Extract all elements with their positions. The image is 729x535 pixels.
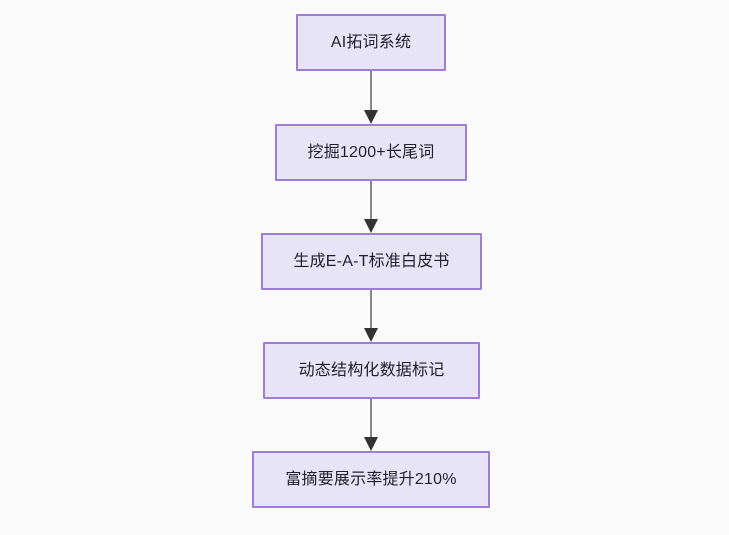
arrowhead-icon [364,328,378,342]
flow-node-dynamic-structured-data-markup[interactable]: 动态结构化数据标记 [263,342,480,399]
flow-node-generate-eat-whitepaper[interactable]: 生成E-A-T标准白皮书 [261,233,482,290]
arrowhead-icon [364,219,378,233]
flow-node-label: 生成E-A-T标准白皮书 [293,252,450,270]
flow-node-rich-snippet-rate-increase[interactable]: 富摘要展示率提升210% [252,451,490,508]
edge-ai-to-mining [359,71,383,124]
edge-whitepaper-to-markup [359,290,383,342]
flow-node-mine-longtail-keywords[interactable]: 挖掘1200+长尾词 [275,124,467,181]
flow-node-label: 富摘要展示率提升210% [285,470,457,488]
arrowhead-icon [364,437,378,451]
flow-node-ai-keyword-system[interactable]: AI拓词系统 [296,14,446,71]
flow-node-label: 动态结构化数据标记 [298,361,445,379]
edge-mining-to-whitepaper [359,181,383,233]
arrowhead-icon [364,110,378,124]
edge-markup-to-result [359,399,383,451]
flow-node-label: AI拓词系统 [330,33,412,51]
flow-node-label: 挖掘1200+长尾词 [307,143,435,161]
